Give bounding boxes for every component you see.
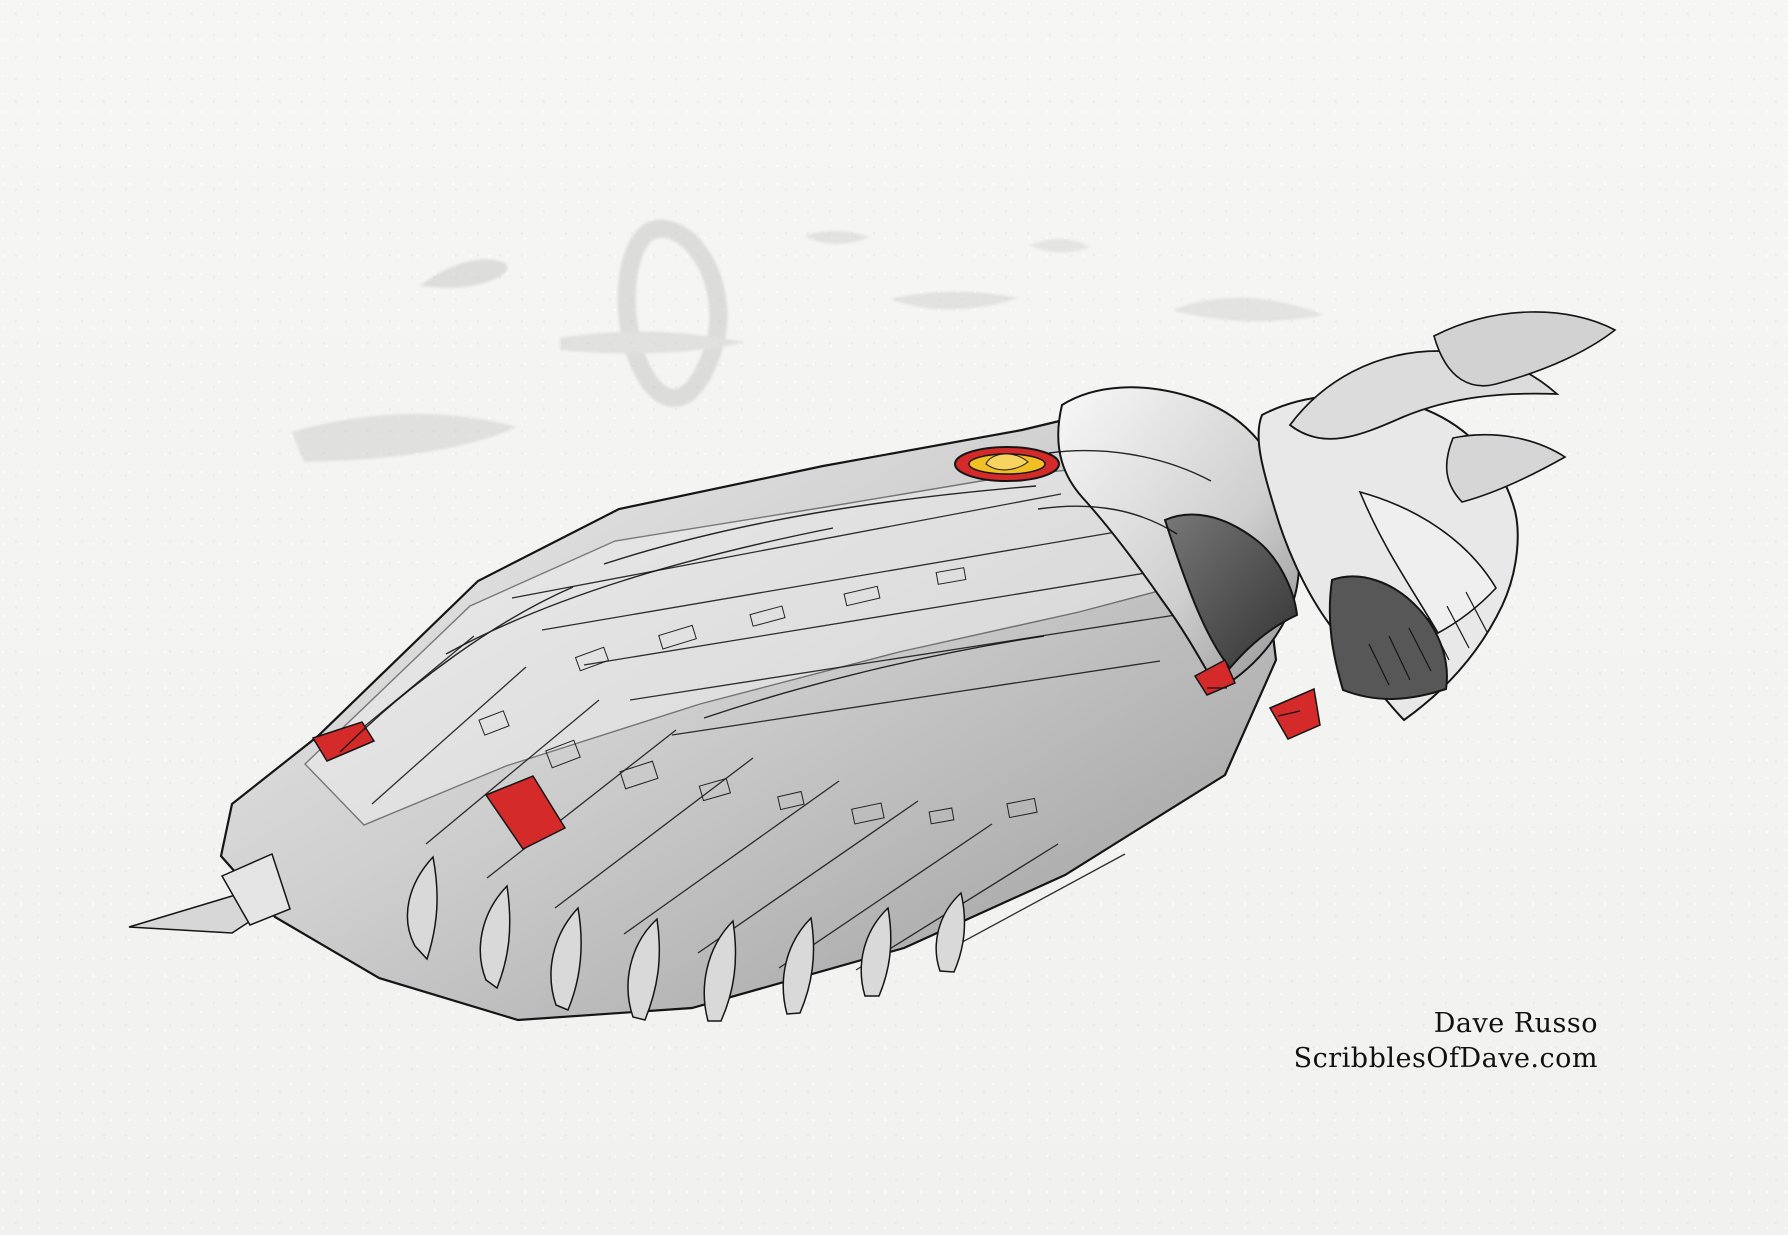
rear-engine-section [1057,311,1617,722]
hull-panel-details [478,567,1038,825]
artist-signature: Dave Russo ScribblesOfDave.com [1294,1006,1598,1076]
red-accents [311,658,1321,850]
artist-name: Dave Russo [1433,1008,1598,1039]
background-wash-marks [292,219,1324,462]
artist-website: ScribblesOfDave.com [1293,1043,1598,1074]
front-spike [128,852,291,934]
ink-outline-highlights [339,449,1212,753]
spaceship-body [128,402,1278,1022]
hull-ribs [406,855,966,1022]
emblem [954,446,1060,482]
